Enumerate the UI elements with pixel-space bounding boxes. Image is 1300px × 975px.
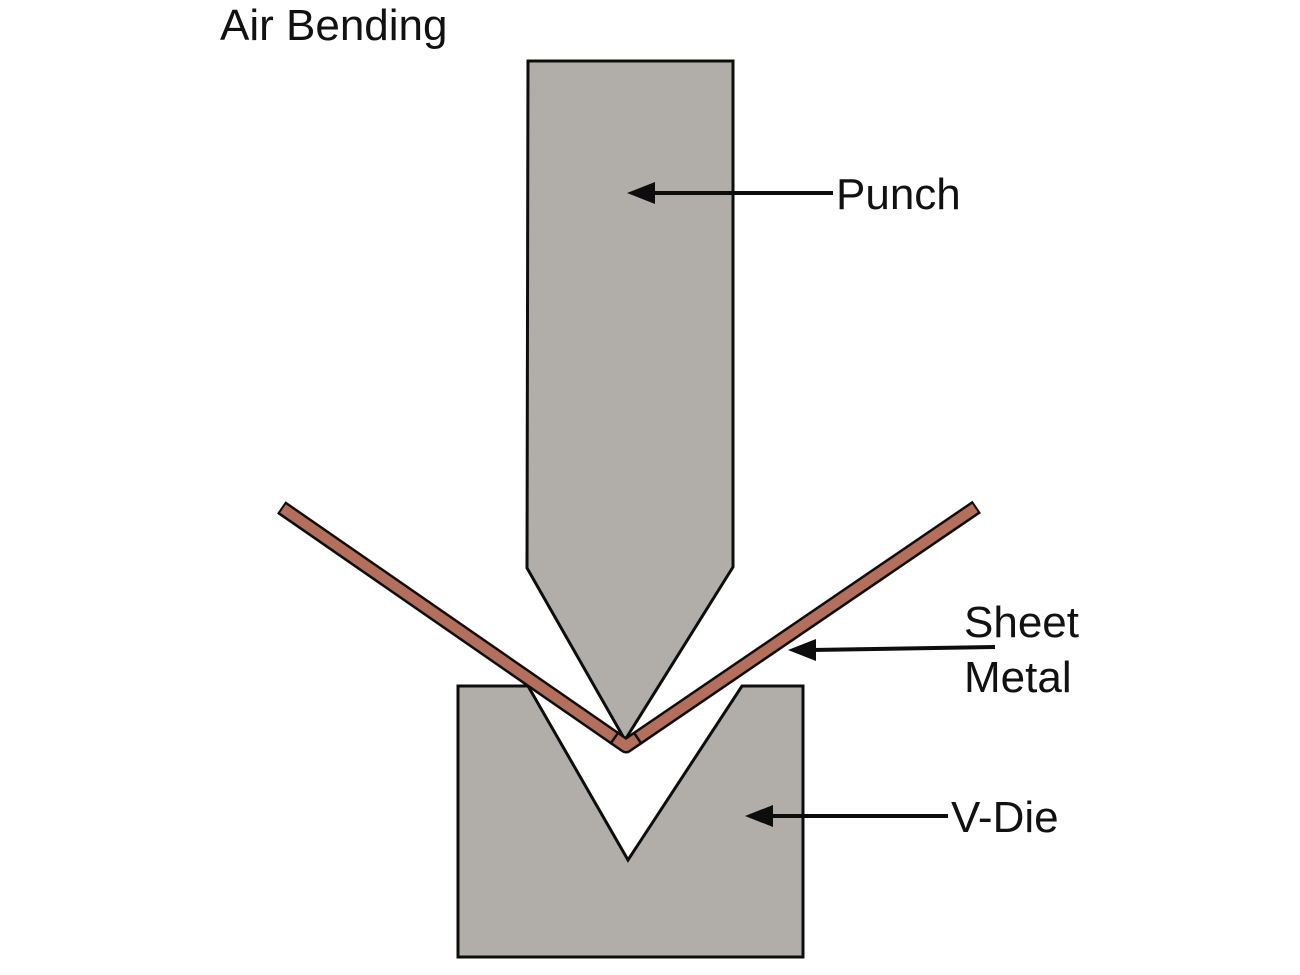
sheet-metal-arrow-line — [811, 645, 996, 652]
punch-shape — [525, 59, 735, 743]
diagram-title: Air Bending — [220, 1, 447, 50]
v-die-shape — [456, 684, 805, 959]
punch-arrowhead-icon — [627, 182, 655, 204]
bend-tick-right — [632, 731, 643, 746]
punch-label: Punch — [836, 170, 961, 219]
sheet-metal-arrowhead-icon — [788, 639, 816, 661]
v-die-arrowhead-icon — [745, 805, 773, 827]
bend-tick-left — [609, 731, 620, 745]
sheet-metal-label-line2: Metal — [964, 653, 1072, 702]
sheet-metal-label-line1: Sheet — [964, 598, 1079, 647]
sheet-metal-strip — [280, 503, 978, 751]
v-die-label: V-Die — [951, 793, 1059, 842]
